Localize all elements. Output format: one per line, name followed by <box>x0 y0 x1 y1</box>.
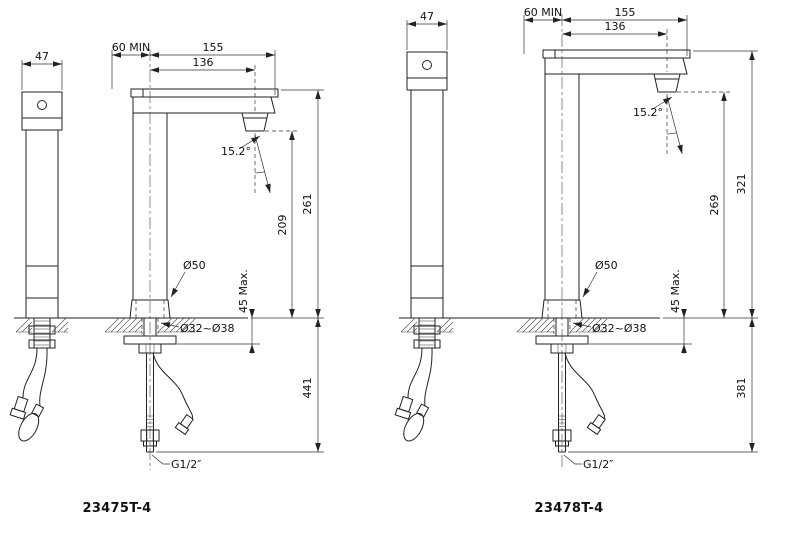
dim-height-spout: 269 <box>708 195 721 216</box>
dim-deck-max: 45 Max. <box>237 269 250 313</box>
dim-angle: 15.2° <box>633 106 663 119</box>
model-number: 23478T-4 <box>534 501 603 516</box>
dim-thread: G1/2″ <box>171 458 201 471</box>
dim-angle: 15.2° <box>221 145 251 158</box>
dim-hole-diameter: Ø32~Ø38 <box>592 322 647 335</box>
dim-reach-total: 155 <box>615 6 636 19</box>
faucet-right-labels: 47 60 MIN 155 136 15.2° 321 269 Ø50 45 M… <box>420 6 748 516</box>
faucet-left-labels: 47 60 MIN 155 136 15.2° 261 209 Ø50 45 M… <box>35 41 314 516</box>
dim-reach-spout: 136 <box>605 20 626 33</box>
dim-reach-spout: 136 <box>193 56 214 69</box>
dim-below-deck: 381 <box>735 378 748 399</box>
dim-below-deck: 441 <box>301 378 314 399</box>
dim-base-diameter: Ø50 <box>183 259 206 272</box>
dim-thread: G1/2″ <box>583 458 613 471</box>
faucet-left-drawing <box>9 49 324 470</box>
dim-60-min: 60 MIN <box>524 6 562 19</box>
dim-reach-total: 155 <box>203 41 224 54</box>
dim-height-spout: 209 <box>276 215 289 236</box>
dim-47: 47 <box>35 50 49 63</box>
model-number: 23475T-4 <box>82 501 151 516</box>
dim-hole-diameter: Ø32~Ø38 <box>180 322 235 335</box>
dim-47: 47 <box>420 10 434 23</box>
dim-deck-max: 45 Max. <box>669 269 682 313</box>
faucet-right-drawing <box>394 14 758 470</box>
dim-height-total: 261 <box>301 194 314 215</box>
dim-height-total: 321 <box>735 174 748 195</box>
dim-60-min: 60 MIN <box>112 41 150 54</box>
dim-base-diameter: Ø50 <box>595 259 618 272</box>
